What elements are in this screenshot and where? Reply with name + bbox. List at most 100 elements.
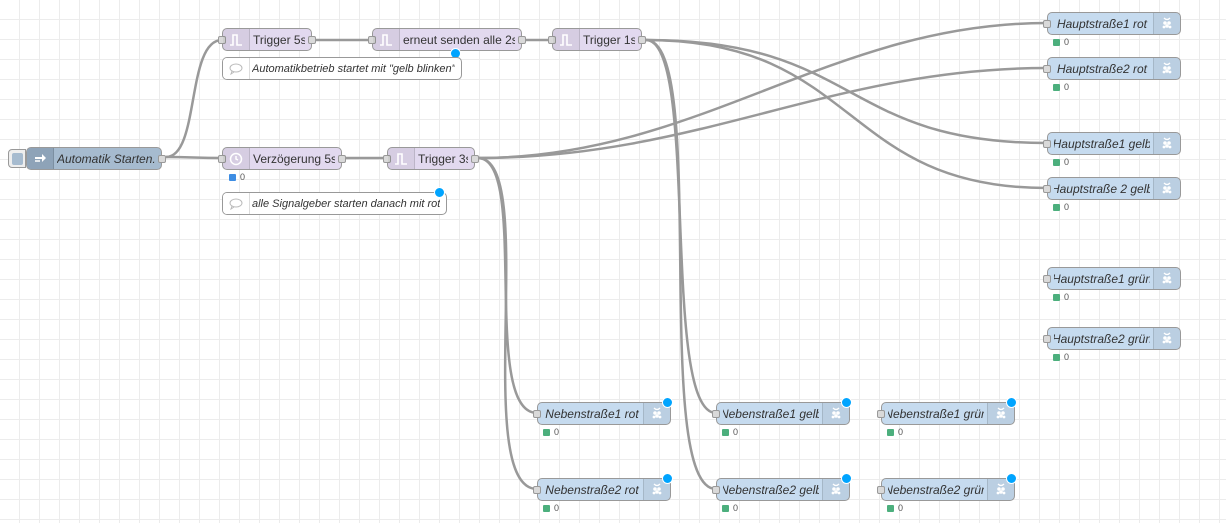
node-status: 0 xyxy=(543,503,559,513)
input-port[interactable] xyxy=(1043,65,1051,73)
node-status: 0 xyxy=(1053,202,1069,212)
input-port[interactable] xyxy=(533,486,541,494)
input-port[interactable] xyxy=(1043,140,1051,148)
raspberry-pi-icon xyxy=(1153,328,1180,349)
node-label: Nebenstraße2 rot xyxy=(545,482,639,497)
node-label: Hauptstraße1 rot xyxy=(1056,16,1148,31)
input-port[interactable] xyxy=(218,36,226,44)
status-blue-square xyxy=(229,173,236,181)
wire-trigger3-h1rot xyxy=(477,21,1048,160)
changed-indicator xyxy=(662,397,673,408)
node-label: Nebenstraße2 gelb xyxy=(723,482,819,497)
output-port[interactable] xyxy=(471,155,479,163)
input-port[interactable] xyxy=(877,410,885,418)
node-label: Hauptstraße1 gelb xyxy=(1054,136,1150,151)
node-status: 0 xyxy=(1053,352,1069,362)
node-label: Nebenstraße1 rot xyxy=(545,406,639,421)
input-port[interactable] xyxy=(383,155,391,163)
status-green-square xyxy=(1053,83,1060,91)
node-label: erneut senden alle 2s xyxy=(403,32,515,47)
output-port[interactable] xyxy=(338,155,346,163)
raspberry-pi-icon xyxy=(822,403,849,424)
pulse-icon xyxy=(223,29,250,50)
trigger-node-3s[interactable]: Trigger 3s xyxy=(383,147,479,170)
rpi-gpio-out-node-n2gruen[interactable]: Nebenstraße2 grün xyxy=(877,473,1017,501)
input-port[interactable] xyxy=(712,486,720,494)
wire-trigger3-h2rot xyxy=(477,66,1048,160)
changed-indicator xyxy=(1006,473,1017,484)
wire-trigger1-n2gelb xyxy=(645,38,717,491)
node-label: Trigger 1s xyxy=(583,32,635,47)
node-status: 0 xyxy=(887,503,903,513)
raspberry-pi-icon xyxy=(822,479,849,500)
input-port[interactable] xyxy=(1043,275,1051,283)
rpi-gpio-out-node-h1gelb[interactable]: Hauptstraße1 gelb xyxy=(1043,132,1181,155)
input-port[interactable] xyxy=(368,36,376,44)
input-port[interactable] xyxy=(712,410,720,418)
speech-bubble-icon xyxy=(223,58,250,79)
node-status: 0 xyxy=(229,172,245,182)
output-port[interactable] xyxy=(158,155,166,163)
changed-indicator xyxy=(841,473,852,484)
rpi-gpio-out-node-h2gruen[interactable]: Hauptstraße2 grün xyxy=(1043,327,1181,350)
status-text: 0 xyxy=(1064,292,1070,302)
node-status: 0 xyxy=(1053,292,1069,302)
status-text: 0 xyxy=(1064,352,1070,362)
raspberry-pi-icon xyxy=(643,403,670,424)
rpi-gpio-out-node-n1gelb[interactable]: Nebenstraße1 gelb xyxy=(712,397,852,425)
inject-node-automatik[interactable]: Automatik Starten... xyxy=(8,147,166,170)
rpi-gpio-out-node-h2gelb[interactable]: Hauptstraße 2 gelb xyxy=(1043,177,1181,200)
node-status: 0 xyxy=(1053,82,1069,92)
trigger-node-1s[interactable]: Trigger 1s xyxy=(548,28,646,51)
delay-node-5s[interactable]: Verzögerung 5s xyxy=(218,147,346,170)
rpi-gpio-out-node-n2rot[interactable]: Nebenstraße2 rot xyxy=(533,473,673,501)
node-status: 0 xyxy=(1053,157,1069,167)
rpi-gpio-out-node-h2rot[interactable]: Hauptstraße2 rot xyxy=(1043,57,1181,80)
comment-node-1[interactable]: Automatikbetrieb startet mit "gelb blink… xyxy=(222,57,462,80)
raspberry-pi-icon xyxy=(1153,58,1180,79)
node-label: Verzögerung 5s xyxy=(253,151,335,166)
input-port[interactable] xyxy=(1043,335,1051,343)
input-port[interactable] xyxy=(1043,185,1051,193)
status-green-square xyxy=(1053,293,1060,301)
input-port[interactable] xyxy=(877,486,885,494)
input-port[interactable] xyxy=(533,410,541,418)
comment-node-2[interactable]: alle Signalgeber starten danach mit rot xyxy=(222,187,447,215)
output-port[interactable] xyxy=(518,36,526,44)
node-label: Hauptstraße2 grün xyxy=(1054,331,1150,346)
node-label: Nebenstraße2 grün xyxy=(888,482,984,497)
wire-inject-delay xyxy=(165,155,223,160)
status-text: 0 xyxy=(554,503,560,513)
raspberry-pi-icon xyxy=(643,479,670,500)
input-port[interactable] xyxy=(218,155,226,163)
status-text: 0 xyxy=(240,172,246,182)
input-port[interactable] xyxy=(1043,20,1051,28)
status-text: 0 xyxy=(1064,157,1070,167)
rpi-gpio-out-node-n1gruen[interactable]: Nebenstraße1 grün xyxy=(877,397,1017,425)
status-text: 0 xyxy=(898,427,904,437)
raspberry-pi-icon xyxy=(987,479,1014,500)
status-green-square xyxy=(1053,353,1060,361)
rpi-gpio-out-node-n2gelb[interactable]: Nebenstraße2 gelb xyxy=(712,473,852,501)
node-label: Nebenstraße1 gelb xyxy=(723,406,819,421)
raspberry-pi-icon xyxy=(1153,13,1180,34)
trigger-node-5s[interactable]: Trigger 5s xyxy=(218,28,316,51)
trigger-node-resend[interactable]: erneut senden alle 2s xyxy=(368,28,526,59)
output-port[interactable] xyxy=(638,36,646,44)
status-green-square xyxy=(722,504,729,512)
wire-trigger3-n1rot xyxy=(477,156,538,415)
rpi-gpio-out-node-h1rot[interactable]: Hauptstraße1 rot xyxy=(1043,12,1181,35)
output-port[interactable] xyxy=(308,36,316,44)
node-status: 0 xyxy=(1053,37,1069,47)
inject-button[interactable] xyxy=(8,149,26,168)
node-status: 0 xyxy=(887,427,903,437)
rpi-gpio-out-node-h1gruen[interactable]: Hauptstraße1 grün xyxy=(1043,267,1181,290)
speech-bubble-icon xyxy=(223,193,250,214)
rpi-gpio-out-node-n1rot[interactable]: Nebenstraße1 rot xyxy=(533,397,673,425)
input-port[interactable] xyxy=(548,36,556,44)
node-status: 0 xyxy=(722,427,738,437)
pulse-icon xyxy=(553,29,580,50)
status-text: 0 xyxy=(1064,82,1070,92)
status-green-square xyxy=(1053,158,1060,166)
comment-text: alle Signalgeber starten danach mit rot xyxy=(252,197,440,210)
